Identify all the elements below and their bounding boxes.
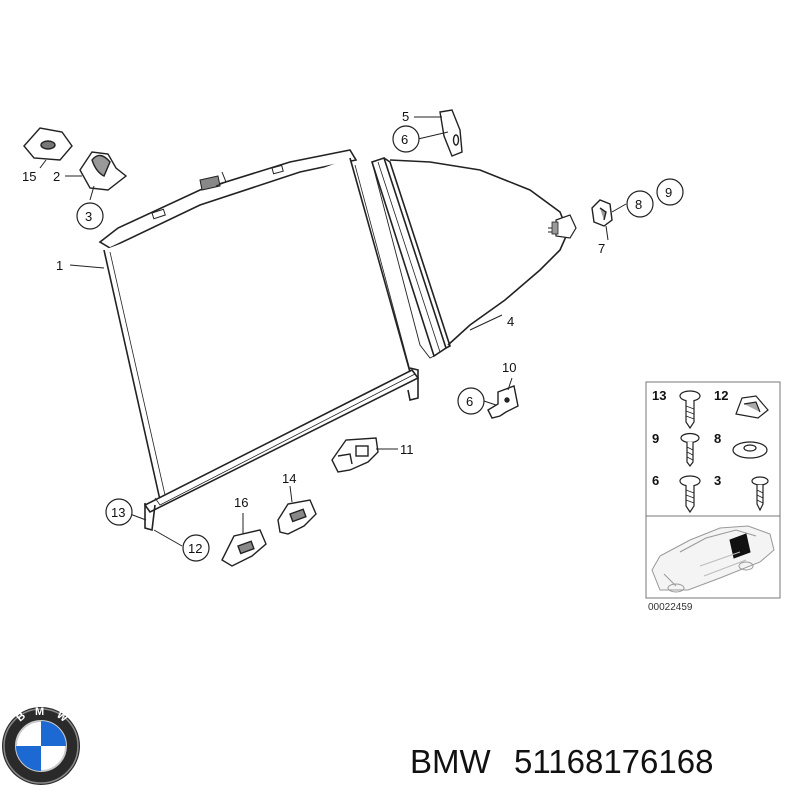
screw-6-icon [679,475,701,514]
legend-label-3: 3 [714,473,721,488]
part-10-bracket [487,385,519,419]
window-seal-strip [370,156,451,359]
screw-3-icon [751,476,769,512]
part-7-clip [591,199,613,227]
callout-13-circle [105,498,133,526]
callout-12: 12 [188,541,202,556]
callout-3: 3 [85,209,92,224]
part-14-handle [277,499,317,535]
part-11-clip [331,437,379,473]
clip-12-icon [735,395,769,419]
callout-16: 16 [234,495,248,510]
part-16-handle [221,529,267,567]
fastener-legend: 13 12 9 8 6 3 [645,381,781,613]
callout-1: 1 [56,258,63,273]
callout-6b: 6 [466,394,473,409]
callout-2: 2 [53,169,60,184]
sunblind-part-1 [98,149,420,532]
part-2-hook [79,151,128,191]
part-15-clip [23,127,73,161]
part-number: 51168176168 [514,743,713,780]
legend-label-8: 8 [714,431,721,446]
car-thumbnail-icon [645,515,781,599]
callout-6a-circle [392,125,420,153]
legend-label-9: 9 [652,431,659,446]
callout-7: 7 [598,241,605,256]
legend-label-13: 13 [652,388,666,403]
sunblind-part-4 [389,159,577,346]
leader-lines [39,116,627,547]
legend-label-12: 12 [714,388,728,403]
washer-8-icon [732,441,768,459]
callout-10: 10 [502,360,516,375]
callout-6b-circle [457,387,485,415]
callout-8-circle [626,190,654,218]
bmw-logo: B M W [2,706,80,785]
callout-13: 13 [111,505,125,520]
callout-14: 14 [282,471,296,486]
screw-9-icon [680,432,700,467]
brand-name: BMW [410,743,492,780]
callout-5: 5 [402,109,409,124]
callout-9-circle [656,178,684,206]
callout-4: 4 [507,314,514,329]
callout-15: 15 [22,169,36,184]
screw-13-icon [679,390,701,430]
callout-6a: 6 [401,132,408,147]
callout-12-circle [182,534,210,562]
logo-letter-m: M [35,706,44,718]
part-5-bracket [439,109,463,157]
callout-9: 9 [665,185,672,200]
callout-3-circle [76,202,104,230]
callout-8: 8 [635,197,642,212]
diagram-code: 00022459 [648,602,693,613]
legend-label-6: 6 [652,473,659,488]
callout-11: 11 [400,442,414,457]
